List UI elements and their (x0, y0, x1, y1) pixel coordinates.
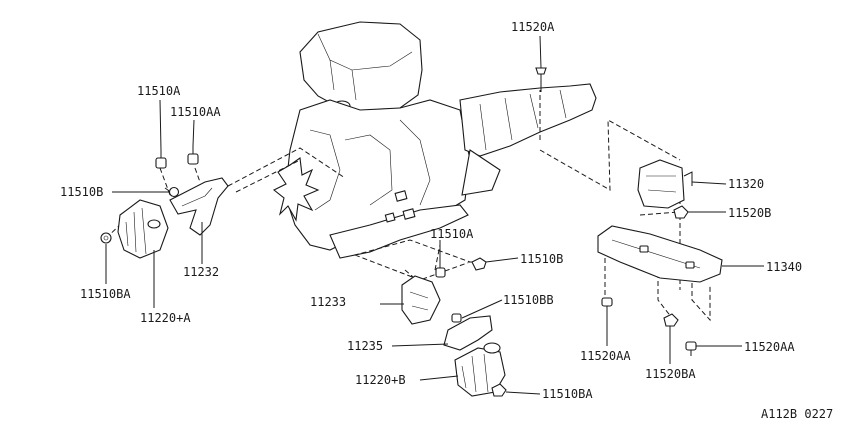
bolt-11510AA (187, 146, 199, 165)
label-11510AA: 11510AA (170, 105, 221, 119)
label-11510BB: 11510BB (503, 293, 554, 307)
nut-11520BA (663, 313, 679, 327)
crossmember-11340 (597, 225, 723, 283)
bracket-11233 (401, 275, 441, 325)
bolt-11510A-top (155, 150, 167, 169)
nut-11510B-left (168, 186, 180, 198)
left-mount-group (100, 146, 229, 259)
bolt-11520AA-right (685, 341, 697, 356)
label-11320: 11320 (728, 177, 764, 191)
label-11520BA: 11520BA (645, 367, 696, 381)
leader-lines (105, 35, 764, 395)
insulator-11320 (637, 159, 693, 209)
insulator-11220A (117, 199, 169, 259)
label-11510A-top: 11510A (137, 84, 181, 98)
label-11510BA-bottom: 11510BA (542, 387, 593, 401)
label-11510B-left: 11510B (60, 185, 103, 199)
nut-11510B-mid (471, 257, 487, 271)
label-11232: 11232 (183, 265, 219, 279)
nut-11510BA-bottom (491, 383, 507, 397)
label-11340: 11340 (766, 260, 802, 274)
diagram-code: A112B 0227 (761, 407, 833, 421)
label-11220B: 11220+B (355, 373, 406, 387)
label-11220A: 11220+A (140, 311, 191, 325)
label-11520AA-right: 11520AA (744, 340, 795, 354)
label-11235: 11235 (347, 339, 383, 353)
bracket-11235 (443, 315, 493, 351)
nut-11510BB (451, 313, 462, 323)
label-11510A-mid: 11510A (430, 227, 474, 241)
bolt-11520AA-left (601, 297, 613, 314)
nut-11510BA-left (100, 232, 112, 244)
bracket-11232 (169, 177, 229, 236)
label-11520B: 11520B (728, 206, 771, 220)
bolt-11510A-mid (435, 262, 446, 278)
label-11520A: 11520A (511, 20, 555, 34)
label-11233: 11233 (310, 295, 346, 309)
part-labels: 11520A 11510A 11510AA 11510B 11232 11510… (60, 20, 833, 421)
bolt-11520A (535, 67, 547, 92)
rear-mount-group (535, 67, 723, 356)
label-11510B-mid: 11510B (520, 252, 563, 266)
label-11520AA-left: 11520AA (580, 349, 631, 363)
nut-11520B (673, 205, 689, 219)
center-mount-group (401, 257, 507, 397)
label-11510BA-left: 11510BA (80, 287, 131, 301)
engine-transmission-assembly (272, 21, 597, 259)
